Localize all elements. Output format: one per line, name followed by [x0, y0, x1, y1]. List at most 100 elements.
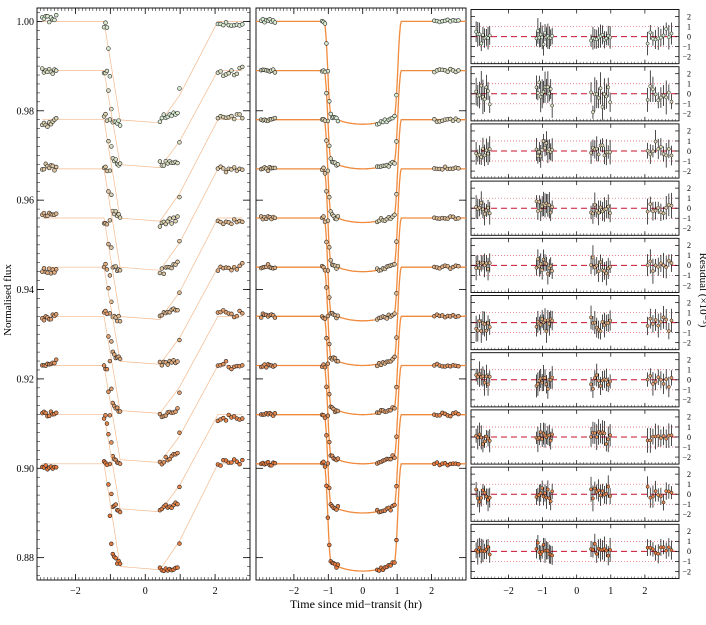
resid-data-point — [596, 96, 601, 100]
fit-data-point — [324, 384, 329, 389]
raw-data-point — [240, 457, 245, 463]
resid-ytick-label: −2 — [682, 110, 691, 119]
raw-data-point — [221, 22, 226, 28]
resid-data-point — [550, 375, 555, 380]
resid-data-point — [600, 105, 605, 109]
raw-data-point — [221, 166, 226, 171]
fit-data-point — [322, 118, 328, 123]
resid-data-point — [487, 495, 492, 500]
resid-data-point — [659, 319, 663, 324]
fit-data-point — [335, 214, 341, 219]
fit-data-point — [327, 245, 332, 250]
fit-data-point — [335, 162, 341, 167]
fit-data-point — [445, 69, 450, 74]
resid-data-point — [536, 91, 540, 95]
resid-data-point — [589, 434, 593, 439]
raw-data-point — [240, 115, 245, 121]
raw-data-point — [54, 357, 59, 362]
raw-data-point — [104, 118, 110, 123]
raw-data-point — [237, 263, 242, 269]
resid-data-point — [664, 265, 669, 270]
resid-data-point — [659, 95, 663, 100]
raw-data-point — [113, 264, 118, 269]
raw-data-point — [117, 461, 123, 466]
resid-data-point — [536, 540, 540, 545]
fit-data-point — [322, 171, 328, 176]
raw-data-point — [237, 462, 242, 467]
resid-data-point — [548, 87, 553, 91]
resid-data-point — [598, 260, 603, 264]
raw-data-point — [229, 68, 234, 73]
raw-data-point — [104, 462, 110, 468]
raw-data-point — [175, 359, 180, 364]
resid-data-point — [596, 378, 601, 383]
resid-data-point — [608, 150, 612, 154]
raw-xtick-label: 0 — [143, 586, 148, 597]
raw-data-point — [104, 366, 110, 372]
resid-data-point — [653, 489, 658, 493]
fit-data-point — [272, 460, 278, 466]
resid-ytick-label: 2 — [687, 127, 691, 136]
resid-data-point — [550, 34, 555, 38]
raw-data-point — [231, 217, 237, 222]
fit-data-point — [388, 456, 393, 462]
fit-data-point — [456, 18, 461, 23]
resid-data-point — [487, 374, 492, 379]
fit-data-point — [272, 20, 278, 25]
resid-data-point — [487, 102, 492, 107]
raw-data-point — [234, 71, 240, 77]
resid-data-point — [661, 211, 666, 216]
fit-data-point — [324, 41, 329, 46]
raw-data-point — [240, 261, 245, 266]
resid-ytick-label: 1 — [687, 194, 691, 203]
raw-data-point — [175, 259, 180, 265]
resid-data-point — [669, 31, 674, 36]
resid-ytick-label: 2 — [687, 356, 691, 365]
resid-ytick-label: 1 — [687, 423, 691, 432]
resid-data-point — [546, 386, 550, 391]
resid-data-point — [591, 386, 595, 391]
resid-data-point — [604, 378, 609, 382]
resid-data-point — [648, 374, 653, 378]
fit-data-point — [327, 195, 332, 200]
fit-xtick-label: −2 — [289, 586, 300, 597]
raw-data-point — [113, 209, 118, 214]
fit-data-point — [392, 455, 397, 460]
resid-data-point — [475, 328, 480, 333]
raw-data-point — [54, 211, 59, 216]
raw-data-point — [106, 189, 111, 194]
resid-data-point — [608, 100, 612, 105]
resid-ytick-label: 2 — [687, 298, 691, 307]
raw-data-point — [112, 352, 117, 357]
fit-data-point — [456, 314, 461, 319]
raw-data-point — [107, 413, 113, 418]
raw-data-point — [229, 221, 234, 227]
resid-data-point — [479, 41, 484, 46]
resid-data-point — [474, 89, 478, 94]
raw-data-point — [169, 113, 174, 118]
fit-data-point — [272, 315, 278, 320]
resid-data-point — [596, 488, 601, 493]
raw-data-point — [104, 222, 110, 227]
raw-data-point — [117, 356, 123, 362]
resid-data-point — [656, 98, 661, 103]
fit-data-point — [324, 483, 329, 489]
resid-data-point — [661, 263, 666, 268]
residual-panel: −2−1012−2−1012−2−1012−2−1012−2−1012−2−10… — [470, 9, 691, 597]
raw-data-point — [231, 165, 237, 170]
resid-data-point — [656, 206, 661, 210]
resid-data-point — [484, 85, 489, 90]
resid-data-point — [589, 382, 593, 387]
raw-data-point — [114, 405, 120, 410]
resid-ytick-label: 1 — [687, 251, 691, 260]
resid-xtick-label: −1 — [537, 586, 548, 597]
fit-xtick-label: 2 — [429, 586, 434, 597]
fit-data-point — [272, 411, 278, 416]
resid-data-point — [659, 145, 663, 149]
raw-data-point — [104, 311, 110, 317]
resid-data-point — [653, 139, 658, 144]
y-axis-label-residual: Residual (×10⁻³) — [697, 253, 706, 328]
resid-data-point — [608, 433, 612, 438]
raw-data-point — [175, 406, 180, 411]
